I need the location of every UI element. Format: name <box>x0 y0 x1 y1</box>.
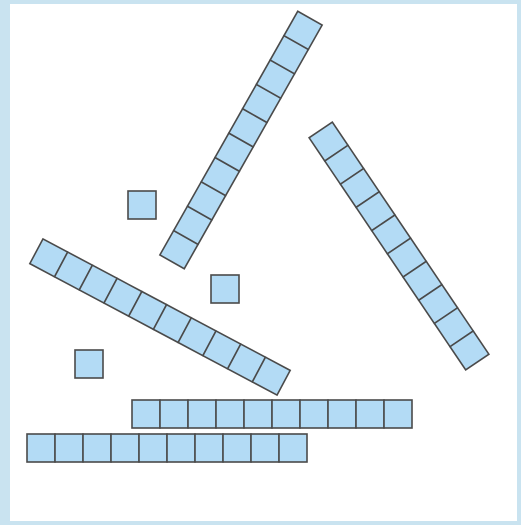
rod-unit-square <box>384 400 412 428</box>
rod-unit-square <box>356 400 384 428</box>
rod-unit-square <box>167 434 195 462</box>
rod-unit-square <box>139 434 167 462</box>
rod-unit-square <box>300 400 328 428</box>
rod-unit-square <box>279 434 307 462</box>
tens-rod <box>30 239 290 395</box>
unit-cube <box>211 275 239 303</box>
unit-cube <box>75 350 103 378</box>
rod-unit-square <box>272 400 300 428</box>
rod-unit-square <box>132 400 160 428</box>
rod-unit-square <box>251 434 279 462</box>
rod-unit-square <box>223 434 251 462</box>
rod-unit-square <box>195 434 223 462</box>
tens-rod <box>309 122 489 370</box>
rod-unit-square <box>111 434 139 462</box>
rod-unit-square <box>216 400 244 428</box>
rod-unit-square <box>27 434 55 462</box>
rod-unit-square <box>83 434 111 462</box>
unit-cube <box>128 191 156 219</box>
tens-rod <box>160 11 322 268</box>
rod-unit-square <box>160 400 188 428</box>
rod-unit-square <box>188 400 216 428</box>
base-ten-blocks-illustration <box>10 4 517 521</box>
rod-unit-square <box>328 400 356 428</box>
tens-rod <box>132 400 412 428</box>
tens-rod <box>27 434 307 462</box>
rod-unit-square <box>55 434 83 462</box>
rod-unit-square <box>244 400 272 428</box>
